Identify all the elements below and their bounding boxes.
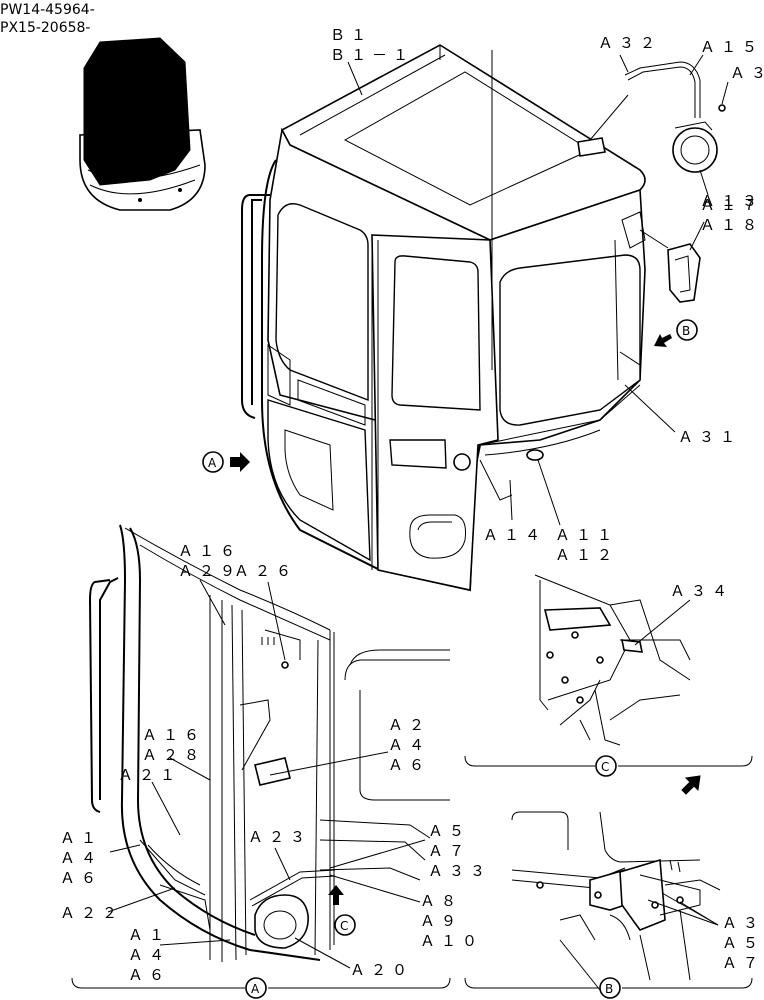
label-a7-b: Ａ７ <box>722 954 764 972</box>
machine-thumbnail <box>79 37 206 211</box>
detail-c-caption: C <box>464 755 753 777</box>
label-a6-b: Ａ６ <box>128 966 170 984</box>
label-a12: Ａ１２ <box>555 546 618 564</box>
label-a1-l: Ａ１ <box>60 829 102 847</box>
label-a17: Ａ１７ <box>700 196 763 214</box>
label-a14: Ａ１４ <box>483 526 546 544</box>
label-a15: Ａ１５ <box>700 38 763 56</box>
label-b1: Ｂ１ <box>330 26 372 44</box>
label-a1-b: Ａ１ <box>128 926 170 944</box>
label-a9: Ａ９ <box>420 912 462 930</box>
detail-a-view: C <box>88 524 450 962</box>
label-a6-r: Ａ６ <box>388 756 430 774</box>
detail-b-labels: Ａ３ Ａ５ Ａ７ <box>722 914 764 972</box>
label-a6-l: Ａ６ <box>60 869 102 887</box>
serial-range-2: PX15-20658- <box>0 20 91 36</box>
detail-b-view <box>511 811 721 991</box>
label-a32: Ａ３２ <box>598 34 661 52</box>
label-a3-top: Ａ３ <box>730 64 764 82</box>
label-a20: Ａ２０ <box>350 961 413 979</box>
detail-a-labels: Ａ１６ Ａ２９ Ａ２６ Ａ１６ Ａ２８ Ａ２１ Ａ２ Ａ４ Ａ６ Ａ１ Ａ４ Ａ… <box>60 542 491 984</box>
view-arrow-b: B <box>654 319 698 347</box>
label-a5-b: Ａ５ <box>722 934 764 952</box>
label-a11: Ａ１１ <box>555 526 618 544</box>
cab-main-view <box>241 44 726 592</box>
detail-a-caption-label: A <box>251 982 260 996</box>
detail-c-caption-label: C <box>601 760 609 774</box>
label-a4-r: Ａ４ <box>388 736 430 754</box>
leader-lines-main <box>347 54 729 526</box>
serial-range-1: PW14-45964- <box>0 2 95 18</box>
label-a21: Ａ２１ <box>118 766 181 784</box>
label-a4-b: Ａ４ <box>128 946 170 964</box>
detail-c-labels: Ａ３４ <box>670 582 733 600</box>
detail-b-caption-label: B <box>605 982 613 996</box>
label-b1-1: Ｂ１－１ <box>330 46 414 64</box>
label-a8: Ａ８ <box>420 892 462 910</box>
label-a7: Ａ７ <box>428 842 470 860</box>
label-a18: Ａ１８ <box>700 216 763 234</box>
main-labels: Ｂ１ Ｂ１－１ Ａ３２ Ａ１５ Ａ３ Ａ１３ Ａ１７ Ａ１８ Ａ３１ Ａ１４ Ａ… <box>330 26 764 564</box>
leader-lines-detail-a <box>107 579 426 969</box>
label-a16-mid: Ａ１６ <box>142 726 205 744</box>
label-a2: Ａ２ <box>388 716 430 734</box>
label-a5: Ａ５ <box>428 822 470 840</box>
label-a22: Ａ２２ <box>60 904 123 922</box>
label-a13: Ａ１３ <box>700 192 763 210</box>
view-c-arrow-label: C <box>340 919 348 933</box>
view-b-arrow-label: B <box>682 324 690 338</box>
label-a33: Ａ３３ <box>428 862 491 880</box>
label-a23: Ａ２３ <box>248 828 311 846</box>
detail-b-leaders <box>647 892 719 926</box>
label-a26: Ａ２６ <box>234 562 297 580</box>
detail-c-view <box>534 574 691 746</box>
label-a31: Ａ３１ <box>678 428 741 446</box>
label-a34: Ａ３４ <box>670 582 733 600</box>
detail-b-caption: B <box>464 977 753 999</box>
view-c-to-b-arrow <box>681 775 701 795</box>
label-a3-b: Ａ３ <box>722 914 764 932</box>
label-a29: Ａ２９ <box>178 562 241 580</box>
label-a28: Ａ２８ <box>142 746 205 764</box>
label-a4-l: Ａ４ <box>60 849 102 867</box>
label-a10: Ａ１０ <box>420 932 483 950</box>
view-a-arrow-label: A <box>208 456 217 470</box>
view-arrow-a: A <box>202 451 250 473</box>
label-a16-top: Ａ１６ <box>178 542 241 560</box>
detail-a-caption: A <box>71 977 451 999</box>
